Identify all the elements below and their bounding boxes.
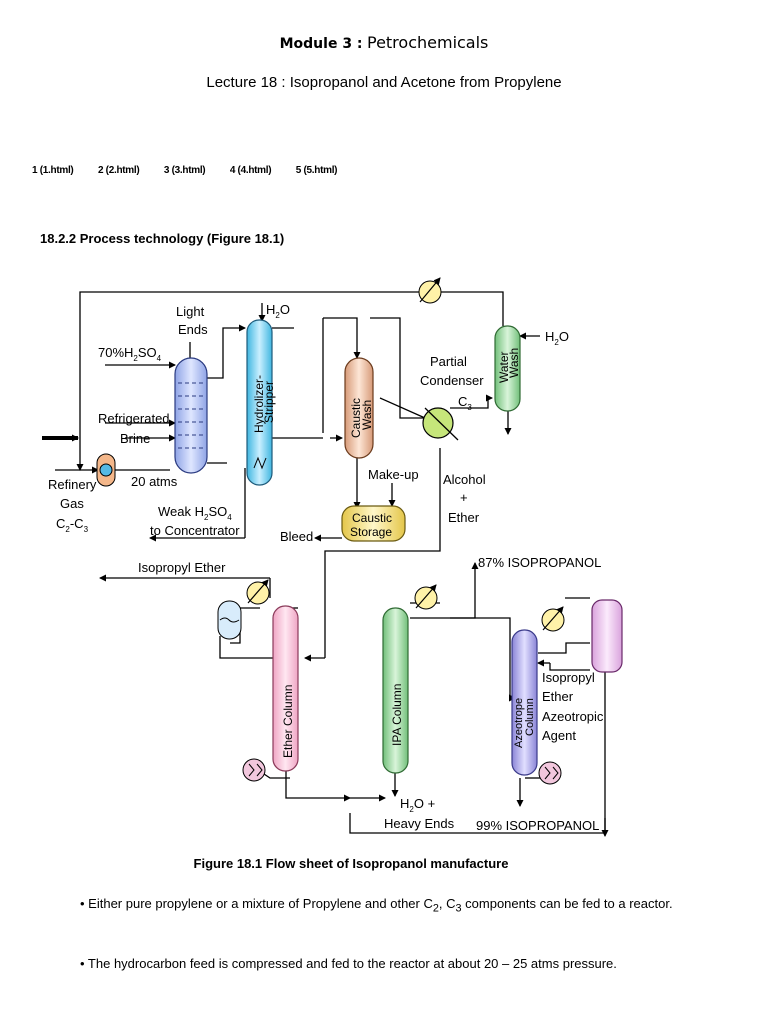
page-link-4[interactable]: 4 (4.html) [229, 165, 272, 176]
ether-column-label: Ether Column [281, 685, 295, 758]
plus-label: + [460, 490, 468, 505]
page-link-1[interactable]: 1 (1.html) [32, 165, 74, 176]
c2c3-label: C2-C3 [56, 516, 89, 534]
page-link-2[interactable]: 2 (2.html) [97, 165, 140, 176]
refrigerated-label: Refrigerated [98, 411, 170, 426]
module-label: Module 3 : [279, 36, 363, 52]
caustic-storage-label-2: Storage [350, 525, 392, 539]
ipa87-label: 87% ISOPROPANOL [478, 555, 601, 570]
concentrator-label: to Concentrator [150, 523, 240, 538]
azeotrope-label-2: Column [524, 698, 536, 736]
process-flow-diagram: Light Ends H2O 70%H2SO4 Refrigerated Bri… [42, 277, 623, 837]
c3-label: C3 [458, 394, 472, 412]
caustic-storage-label-1: Caustic [352, 511, 392, 525]
lecture-title: Lecture 18 : Isopropanol and Acetone fro… [206, 74, 562, 91]
light-ends-label-2: Ends [178, 322, 208, 337]
azeotrope-label-1: Azeotrope [513, 698, 525, 748]
light-ends-label-1: Light [176, 304, 205, 319]
pressure-label: 20 atms [131, 474, 178, 489]
page-navigation: 1 (1.html) 2 (2.html) 3 (3.html) 4 (4.ht… [32, 165, 359, 176]
brine-label: Brine [120, 431, 150, 446]
weak-acid-label: Weak H2SO4 [158, 504, 232, 522]
partial-label: Partial [430, 354, 467, 369]
module-heading: Module 3 : Petrochemicals [0, 33, 768, 53]
gas-label: Gas [60, 496, 84, 511]
bullet-feed-pressure: • The hydrocarbon feed is compressed and… [80, 956, 617, 971]
page-link-5[interactable]: 5 (5.html) [295, 165, 338, 176]
bullet-feed-composition: • Either pure propylene or a mixture of … [80, 896, 673, 915]
bleed-label: Bleed [280, 529, 313, 544]
alcohol-label: Alcohol [443, 472, 486, 487]
ipa99-label: 99% ISOPROPANOL [476, 818, 599, 833]
agent-label-3: Azeotropic [542, 709, 604, 724]
section-title: 18.2.2 Process technology (Figure 18.1) [40, 231, 285, 246]
module-title: Petrochemicals [366, 33, 489, 52]
ipa-column-label: IPA Column [390, 684, 404, 746]
heavy-ends-label: Heavy Ends [384, 816, 455, 831]
caustic-wash-label-1: Caustic [349, 398, 363, 438]
agent-label-4: Agent [542, 728, 576, 743]
agent-label-1: Isopropyl [542, 670, 595, 685]
hydrolizer-label-1: Hydrolizer- [252, 375, 266, 433]
caustic-wash-label-2: Wash [360, 400, 374, 430]
ether-label: Ether [448, 510, 480, 525]
water-wash-label-1: Water [497, 351, 511, 383]
h2o-top-label: H2O [266, 302, 290, 320]
page-link-3[interactable]: 3 (3.html) [163, 165, 206, 176]
makeup-label: Make-up [368, 467, 419, 482]
hydrolizer-label-2: Stripper [262, 381, 276, 423]
isopropyl-ether-label: Isopropyl Ether [138, 560, 226, 575]
refinery-label: Refinery [48, 477, 97, 492]
acid-feed-label: 70%H2SO4 [98, 345, 162, 363]
water-wash-label-2: Wash [507, 348, 521, 378]
figure-caption: Figure 18.1 Flow sheet of Isopropanol ma… [193, 856, 509, 871]
condenser-label: Condenser [420, 373, 484, 388]
agent-label-2: Ether [542, 689, 574, 704]
h2o-bottom-label: H2O + [400, 796, 435, 814]
h2o-right-label: H2O [545, 329, 569, 347]
